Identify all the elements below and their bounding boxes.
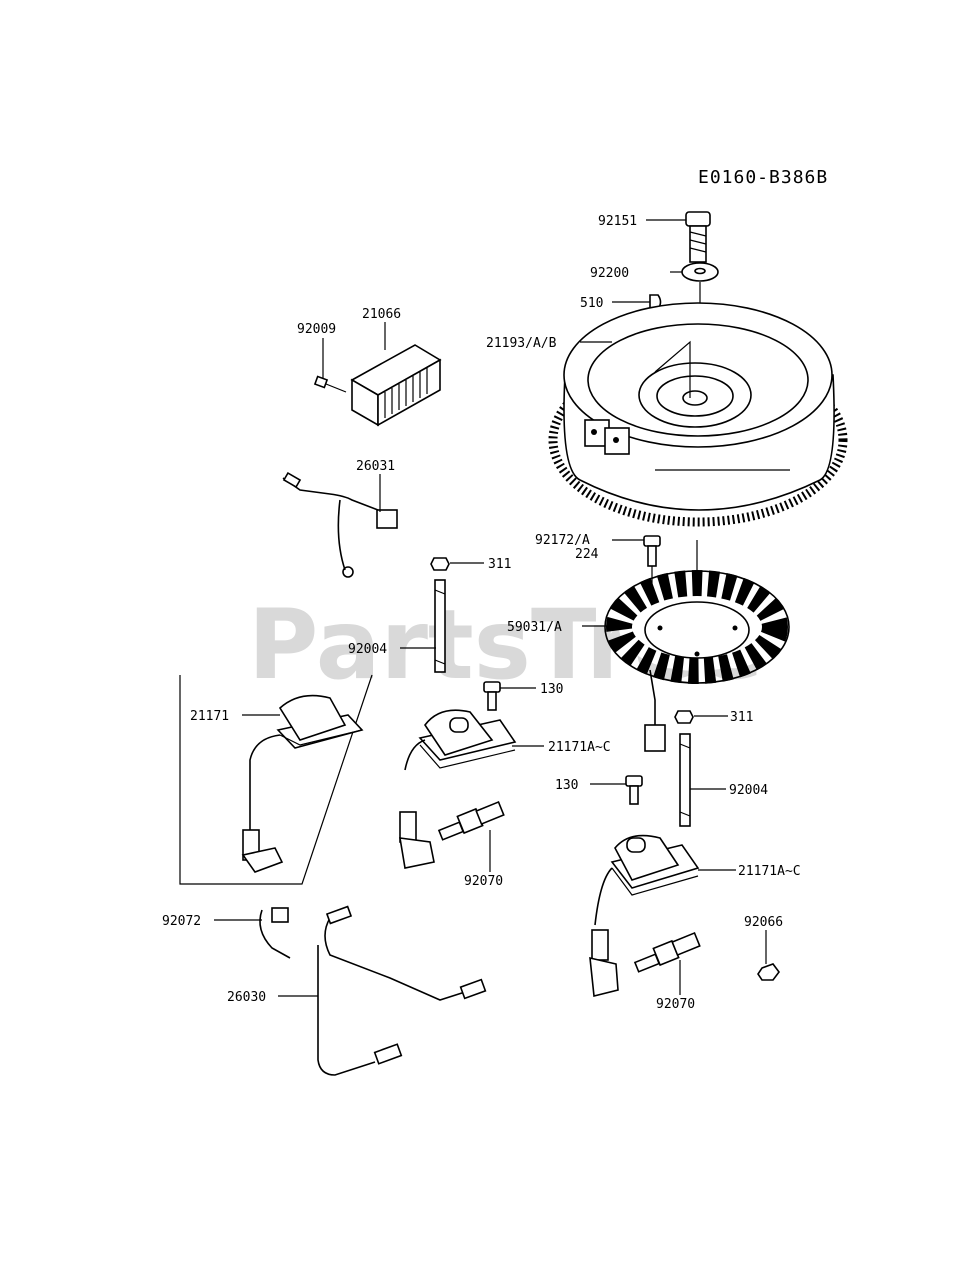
nut-92066 (757, 963, 780, 981)
spark-plug-right (633, 931, 701, 973)
nut-right (674, 710, 694, 724)
terminal-92072 (259, 907, 291, 959)
stud-right (679, 733, 691, 827)
flywheel-bolt (685, 211, 711, 263)
label-92004-left: 92004 (348, 642, 387, 657)
label-92172: 92172/A (535, 533, 590, 548)
voltage-regulator (350, 344, 442, 427)
label-92009: 92009 (297, 322, 336, 337)
coil-screw-lower (625, 775, 643, 805)
label-130-upper: 130 (540, 682, 563, 697)
coil-screw-upper (483, 681, 501, 711)
option-box (179, 674, 373, 885)
label-26031: 26031 (356, 459, 395, 474)
stator-connector (644, 669, 666, 752)
label-21171ac-middle: 21171A~C (548, 740, 611, 755)
label-21066: 21066 (362, 307, 401, 322)
label-59031: 59031/A (507, 620, 562, 635)
regulator-screw (313, 375, 347, 393)
spark-plug-middle (437, 800, 505, 841)
stud-left (434, 579, 446, 673)
wire-harness-26030 (317, 905, 487, 1076)
label-92070-right: 92070 (656, 997, 695, 1012)
ignition-coil-middle (399, 709, 517, 869)
ignition-coil-21171 (241, 694, 364, 873)
label-92072: 92072 (162, 914, 201, 929)
label-26030: 26030 (227, 990, 266, 1005)
label-92200: 92200 (590, 266, 629, 281)
stator-screw (643, 535, 661, 567)
label-92066: 92066 (744, 915, 783, 930)
ignition-coil-right (589, 834, 700, 997)
leader-lines (214, 219, 767, 997)
diagram-code: E0160-B386B (698, 167, 828, 188)
label-21171: 21171 (190, 709, 229, 724)
flywheel (548, 302, 848, 527)
label-21193: 21193/A/B (486, 336, 557, 351)
label-92070-middle: 92070 (464, 874, 503, 889)
label-92004-right: 92004 (729, 783, 768, 798)
label-311-right: 311 (730, 710, 753, 725)
label-224: 224 (575, 547, 599, 562)
wire-harness-26031 (282, 471, 398, 578)
label-311-top: 311 (488, 557, 511, 572)
label-130-lower: 130 (555, 778, 578, 793)
label-21171ac-right: 21171A~C (738, 864, 801, 879)
label-92151: 92151 (598, 214, 637, 229)
nut-left (430, 557, 450, 571)
stator (604, 570, 790, 684)
flywheel-washer (681, 262, 719, 282)
label-510: 510 (580, 296, 603, 311)
